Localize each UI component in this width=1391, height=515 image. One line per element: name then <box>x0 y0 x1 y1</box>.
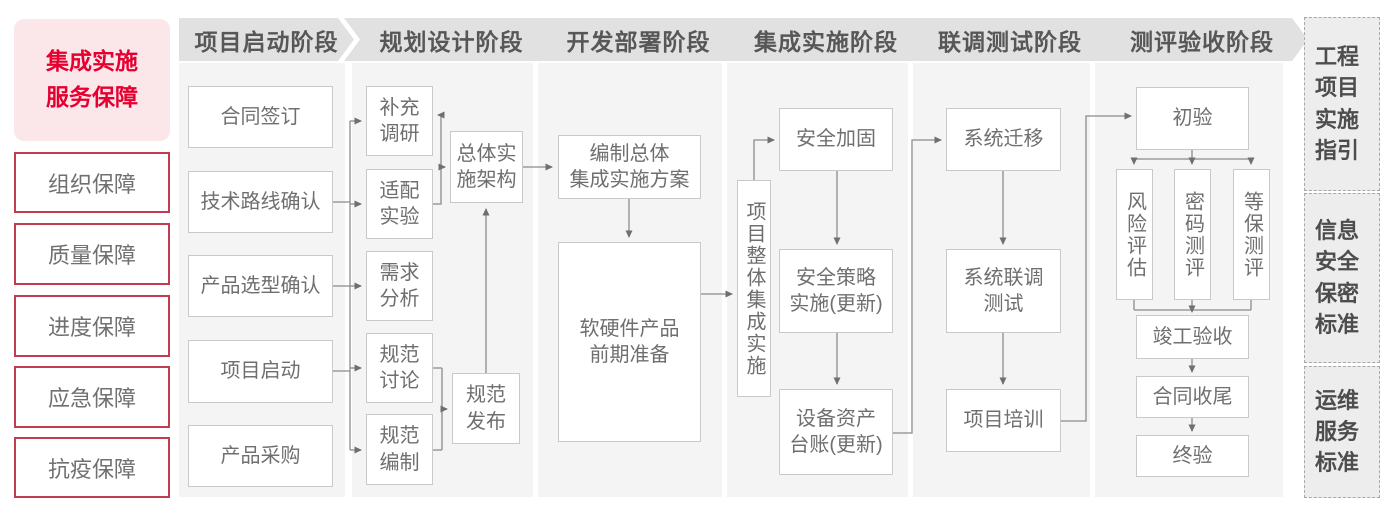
box-initial-acceptance: 初验 <box>1136 87 1249 150</box>
standard-project-implementation-guide: 工程 项目 实施 指引 <box>1304 17 1380 191</box>
sidebar-item-emergency-guarantee: 应急保障 <box>14 366 170 428</box>
box-system-migration: 系统迁移 <box>946 108 1061 171</box>
box-product-procurement: 产品采购 <box>188 425 333 487</box>
sidebar-item-organization-guarantee: 组织保障 <box>14 152 170 213</box>
standard-row: 项目 <box>1315 75 1360 101</box>
sidebar-item-epidemic-guarantee: 抗疫保障 <box>14 437 170 498</box>
box-crypto-evaluation: 密码测评 <box>1174 169 1211 300</box>
box-completion-acceptance: 竣工验收 <box>1136 315 1249 359</box>
box-hw-sw-preparation: 软硬件产品 前期准备 <box>558 242 701 442</box>
standard-row: 指引 <box>1315 137 1360 163</box>
box-security-hardening: 安全加固 <box>779 108 893 171</box>
standard-row: 运维 <box>1315 387 1360 413</box>
phase-header-develop-deploy: 开发部署阶段 <box>529 18 738 61</box>
standard-row: 保密 <box>1315 280 1360 306</box>
box-supplement-research: 补充 调研 <box>366 86 433 156</box>
box-risk-assessment: 风险评估 <box>1116 169 1153 300</box>
box-tech-route-confirm: 技术路线确认 <box>188 171 333 233</box>
standard-row: 标准 <box>1315 311 1360 337</box>
box-product-selection-confirm: 产品选型确认 <box>188 255 333 317</box>
standard-row: 实施 <box>1315 106 1360 132</box>
box-project-overall-integration: 项目整体集成实施 <box>737 180 771 397</box>
box-project-kickoff: 项目启动 <box>188 340 333 403</box>
standard-row: 标准 <box>1315 450 1360 476</box>
box-final-acceptance: 终验 <box>1136 435 1249 477</box>
box-security-policy-impl: 安全策略 实施(更新) <box>779 249 893 333</box>
phase-header-planning-design: 规划设计阶段 <box>344 18 549 61</box>
standard-infosec-confidentiality: 信息 安全 保密 标准 <box>1304 193 1380 363</box>
standard-row: 信息 <box>1315 218 1360 244</box>
phase-header-joint-debug-test: 联调测试阶段 <box>904 18 1106 61</box>
box-spec-discussion: 规范 讨论 <box>366 333 433 403</box>
sidebar-title: 集成实施 服务保障 <box>14 19 170 141</box>
box-asset-ledger-update: 设备资产 台账(更新) <box>779 389 893 475</box>
phase-header-project-start: 项目启动阶段 <box>179 18 354 61</box>
standard-row: 服务 <box>1315 418 1360 444</box>
box-project-training: 项目培训 <box>946 389 1061 452</box>
box-contract-signing: 合同签订 <box>188 86 333 148</box>
box-spec-drafting: 规范 编制 <box>366 414 433 485</box>
box-contract-closure: 合同收尾 <box>1136 376 1249 418</box>
standard-row: 工程 <box>1315 44 1360 70</box>
sidebar-item-quality-guarantee: 质量保障 <box>14 223 170 285</box>
sidebar-item-schedule-guarantee: 进度保障 <box>14 295 170 357</box>
box-classified-protection-evaluation: 等保测评 <box>1233 169 1270 300</box>
box-overall-integration-plan: 编制总体 集成实施方案 <box>558 135 701 199</box>
phase-header-evaluation-acceptance: 测评验收阶段 <box>1086 18 1308 61</box>
box-adaptation-test: 适配 实验 <box>366 169 433 239</box>
phase-header-integration-impl: 集成实施阶段 <box>718 18 924 61</box>
box-requirement-analysis: 需求 分析 <box>366 251 433 321</box>
box-spec-release: 规范 发布 <box>452 373 520 444</box>
box-overall-impl-architecture: 总体实 施架构 <box>450 131 523 203</box>
standard-om-service: 运维 服务 标准 <box>1304 366 1380 498</box>
standard-row: 安全 <box>1315 249 1360 275</box>
box-joint-debug-test: 系统联调 测试 <box>946 249 1061 333</box>
